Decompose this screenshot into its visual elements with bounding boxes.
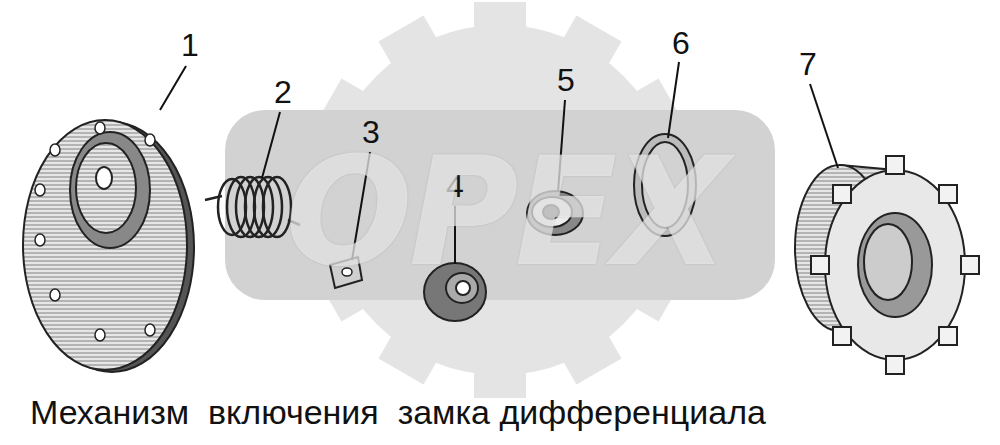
callout-number: 5: [557, 64, 575, 96]
flange-part: [23, 120, 194, 372]
callout-number: 6: [672, 27, 690, 59]
callout-number: 1: [181, 29, 199, 61]
callout-number: 7: [799, 48, 817, 80]
watermark: ОРЕХ: [285, 137, 725, 287]
caption: Механизм включения замка дифференциала: [30, 395, 766, 429]
clutch-part: [795, 156, 979, 374]
watermark-gear: [225, 2, 775, 398]
callout-number: 2: [274, 76, 292, 108]
